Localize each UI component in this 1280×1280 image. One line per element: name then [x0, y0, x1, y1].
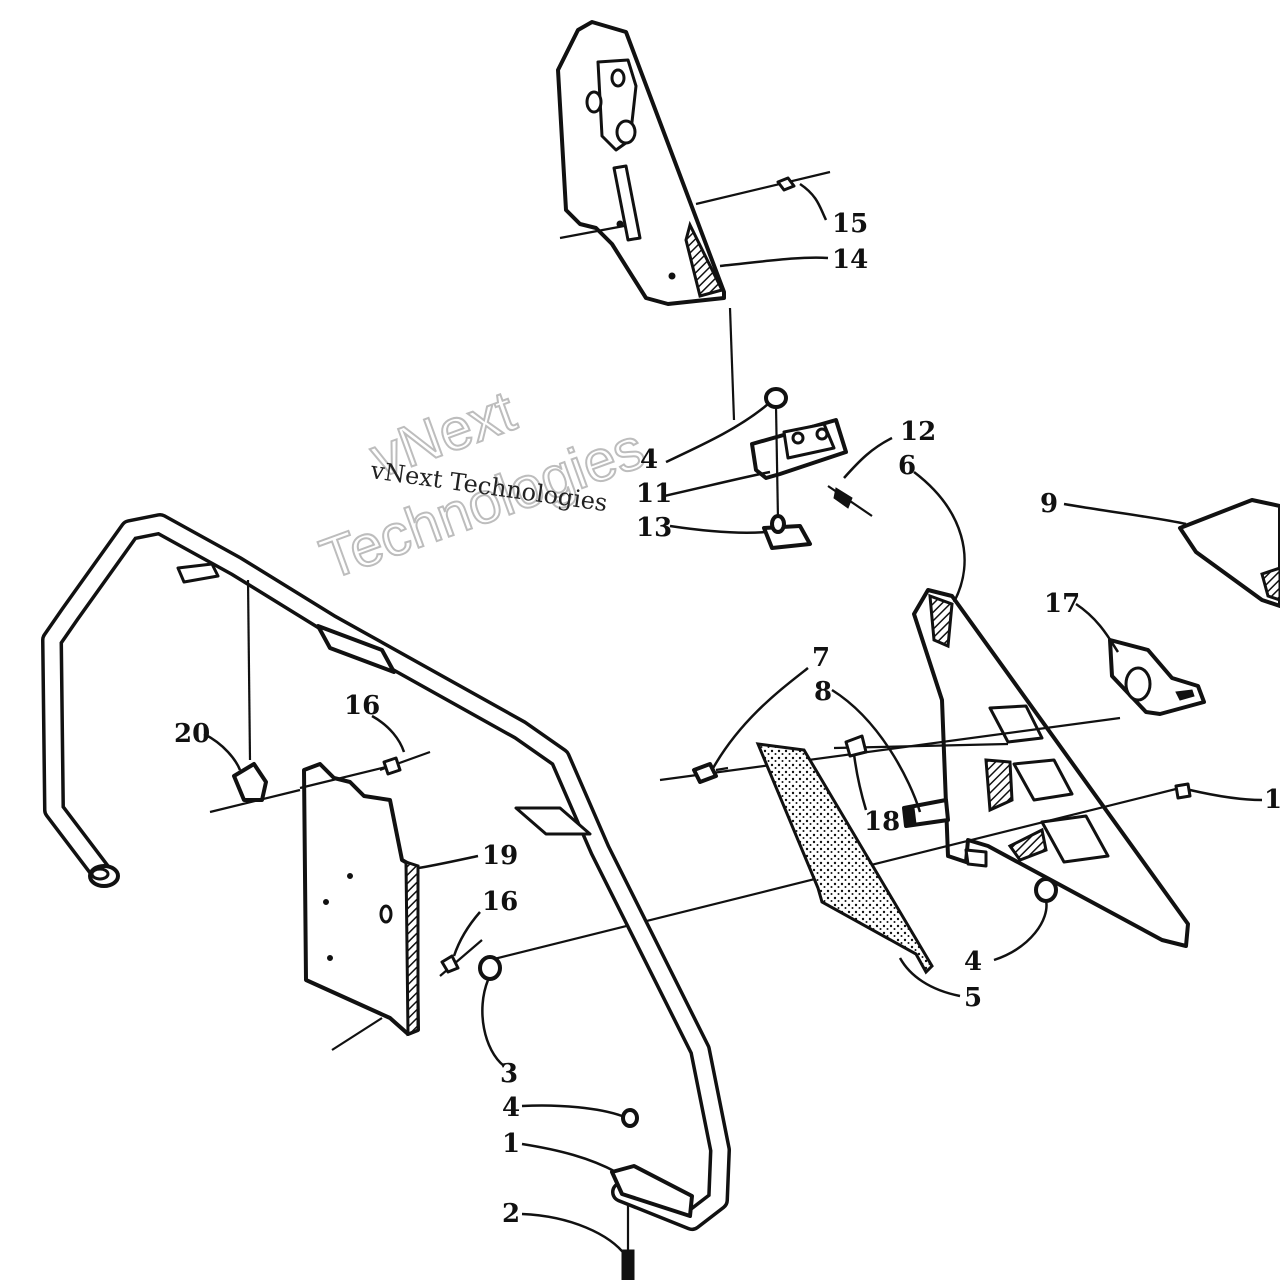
pad-5	[755, 742, 934, 975]
callout-15: 15	[832, 209, 868, 239]
screw-16-upper	[379, 750, 431, 776]
callout-4-top: 4	[640, 445, 658, 475]
callout-7: 7	[812, 643, 830, 673]
nut-4-right	[1034, 877, 1058, 903]
callout-6: 6	[898, 451, 916, 481]
screw-16-lower	[439, 939, 483, 977]
bracket-11	[750, 418, 848, 480]
right-panel-9	[1178, 498, 1280, 608]
rivet-18	[844, 734, 868, 758]
upper-mount-plate	[556, 20, 726, 306]
callout-10: 10	[1264, 785, 1280, 815]
bracket-17	[1108, 638, 1206, 716]
nut-3	[478, 955, 502, 981]
callout-13: 13	[636, 513, 672, 543]
bolt-2	[621, 1204, 635, 1280]
bumper-tube	[41, 513, 731, 1231]
callout-labels: 15 14 4 11 13 12 6 9 17 7 8 18 10 4 5 20…	[174, 209, 1280, 1229]
callout-3: 3	[500, 1059, 518, 1089]
callout-16-lower: 16	[482, 887, 518, 917]
callout-19: 19	[482, 841, 518, 871]
callout-5: 5	[964, 983, 982, 1013]
callout-9: 9	[1040, 489, 1058, 519]
leader-lines	[203, 182, 1263, 1257]
callout-12: 12	[900, 417, 936, 447]
callout-16-upper: 16	[344, 691, 380, 721]
callout-4-lower: 4	[502, 1093, 520, 1123]
clip-20	[209, 762, 301, 814]
block-8	[902, 798, 950, 828]
screw-10	[1174, 782, 1192, 800]
bolt-12	[827, 485, 873, 517]
callout-4-right: 4	[964, 947, 982, 977]
rivet-15	[776, 176, 796, 192]
callout-14: 14	[832, 245, 868, 275]
plate-13	[762, 514, 812, 550]
nut-4-top	[764, 387, 788, 409]
callout-2: 2	[502, 1199, 520, 1229]
board-19	[302, 762, 420, 1037]
callout-18: 18	[864, 807, 900, 837]
main-plate-6	[912, 588, 1190, 948]
push-pin-7	[692, 762, 729, 784]
nut-4-lower	[621, 1108, 639, 1128]
callout-8: 8	[814, 677, 832, 707]
callout-20: 20	[174, 719, 210, 749]
callout-17: 17	[1044, 589, 1080, 619]
watermark: vNext Technologies vNext Technologies	[311, 377, 653, 593]
callout-1: 1	[502, 1129, 520, 1159]
callout-11: 11	[636, 479, 672, 509]
